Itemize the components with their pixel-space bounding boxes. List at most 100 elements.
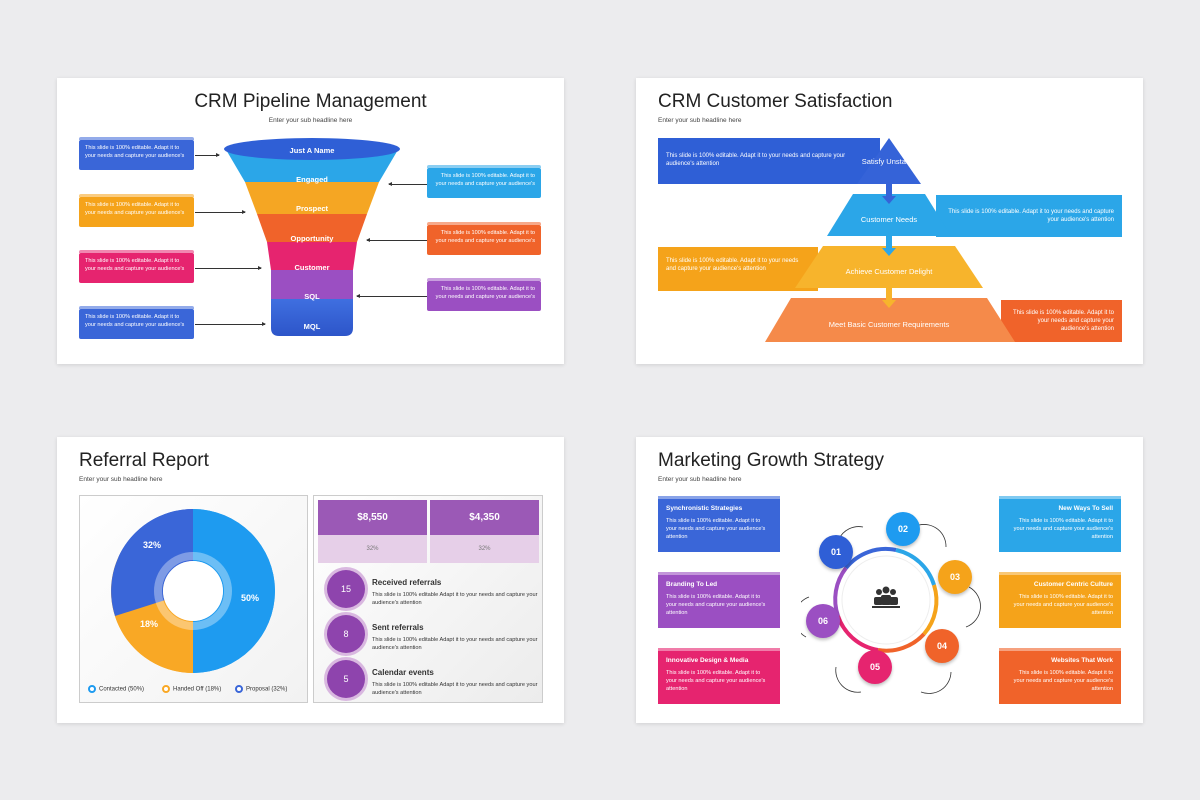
slide-marketing-growth[interactable]: Marketing Growth Strategy Enter your sub…: [636, 437, 1143, 723]
pyramid-level-3: [795, 246, 983, 288]
legend-dot-icon: [88, 685, 96, 693]
slide-title: Marketing Growth Strategy: [658, 450, 884, 471]
legend-proposal: Proposal (32%): [235, 685, 287, 693]
pyramid-level-2: [827, 194, 951, 236]
left-box-3-text: This slide is 100% editable. Adapt it to…: [85, 258, 185, 273]
referral-count-1: 15: [327, 570, 365, 608]
right-box-1: This slide is 100% editable. Adapt it to…: [427, 165, 541, 198]
legend-dot-icon: [162, 685, 170, 693]
left-box-1: This slide is 100% editable. Adapt it to…: [79, 137, 194, 170]
funnel-label-sql: SQL: [304, 292, 320, 301]
cycle-node-02: 02: [886, 512, 920, 546]
strategy-right-1-desc: This slide is 100% editable. Adapt it to…: [1013, 518, 1113, 540]
right-box-2: This slide is 100% editable. Adapt it to…: [427, 222, 541, 255]
donut-label-handed-off: 18%: [140, 619, 159, 629]
pyramid-level-4: [765, 298, 1015, 342]
slide-title: CRM Customer Satisfaction: [658, 91, 893, 112]
donut-chart: [111, 509, 275, 673]
strategy-right-2-title: Customer Centric Culture: [1033, 581, 1113, 588]
funnel-graphic: [224, 138, 400, 336]
cycle-node-01: 01: [819, 535, 853, 569]
arrow-right-2: [195, 210, 246, 214]
arrow-left-1: [388, 182, 427, 186]
slide-crm-pipeline[interactable]: CRM Pipeline Management Enter your sub h…: [57, 78, 564, 364]
funnel-label-opportunity: Opportunity: [290, 234, 334, 243]
right-box-3: This slide is 100% editable. Adapt it to…: [427, 278, 541, 311]
pyramid-level-1: [857, 138, 921, 184]
legend-contacted-text: Contacted (50%): [99, 686, 145, 693]
band-2-text: This slide is 100% editable. Adapt it to…: [948, 209, 1114, 224]
left-box-2: This slide is 100% editable. Adapt it to…: [79, 194, 194, 227]
arrow-left-2: [366, 238, 427, 242]
left-box-4-text: This slide is 100% editable. Adapt it to…: [85, 314, 185, 329]
stat-value-1: $8,550: [318, 500, 427, 535]
arrow-right-3: [195, 266, 262, 270]
stat-pct-2: 32%: [430, 535, 539, 563]
funnel-label-mql: MQL: [303, 322, 321, 331]
strategy-right-1-title: New Ways To Sell: [1058, 505, 1113, 512]
slide-crm-satisfaction[interactable]: CRM Customer Satisfaction Enter your sub…: [636, 78, 1143, 364]
strategy-right-3-desc: This slide is 100% editable. Adapt it to…: [1013, 670, 1113, 692]
strategy-right-2-desc: This slide is 100% editable. Adapt it to…: [1013, 594, 1113, 616]
left-box-2-text: This slide is 100% editable. Adapt it to…: [85, 202, 185, 217]
team-icon: [872, 586, 900, 608]
funnel-label-just-a-name: Just A Name: [289, 146, 335, 155]
level-label-2: Customer Needs: [860, 215, 918, 224]
referral-desc-1: This slide is 100% editable Adapt it to …: [372, 592, 538, 606]
arrow-right-4: [195, 322, 266, 326]
pyramid-graphic: [765, 138, 1015, 342]
cycle-node-06: 06: [806, 604, 840, 638]
band-4: This slide is 100% editable. Adapt it to…: [1001, 300, 1122, 342]
cycle-ring: [801, 524, 981, 694]
strategy-left-2-desc: This slide is 100% editable. Adapt it to…: [666, 594, 766, 616]
referral-title-1: Received referrals: [372, 578, 442, 587]
cycle-node-04: 04: [925, 629, 959, 663]
stat-value-2: $4,350: [430, 500, 539, 535]
arrow-left-3: [356, 294, 427, 298]
level-label-1: Satisfy Unstated: [861, 157, 917, 166]
level-label-3: Achieve Customer Delight: [845, 267, 933, 276]
funnel-seg-prospect: [245, 182, 379, 214]
funnel-label-engaged: Engaged: [296, 175, 328, 184]
band-2: This slide is 100% editable. Adapt it to…: [936, 195, 1122, 237]
legend-handed-off: Handed Off (18%): [162, 685, 221, 693]
left-box-1-text: This slide is 100% editable. Adapt it to…: [85, 145, 185, 160]
slide-subtitle: Enter your sub headline here: [268, 117, 353, 124]
legend-proposal-text: Proposal (32%): [246, 686, 288, 693]
band-1: This slide is 100% editable. Adapt it to…: [658, 138, 880, 184]
funnel-seg-mql: [271, 299, 353, 336]
stat-pct-1: 32%: [318, 535, 427, 563]
band-3-text: This slide is 100% editable. Adapt it to…: [666, 258, 799, 273]
legend-handed-off-text: Handed Off (18%): [173, 686, 222, 693]
funnel-label-customer: Customer: [294, 263, 330, 272]
band-1-text: This slide is 100% editable. Adapt it to…: [666, 153, 846, 168]
band-4-text: This slide is 100% editable. Adapt it to…: [1012, 310, 1114, 333]
funnel-seg-opportunity: [257, 214, 367, 242]
slide-subtitle: Enter your sub headline here: [658, 476, 742, 483]
slide-subtitle: Enter your sub headline here: [658, 117, 742, 124]
funnel-seg-customer: [267, 242, 357, 270]
donut-label-contacted: 50%: [241, 593, 260, 603]
band-3: This slide is 100% editable. Adapt it to…: [658, 247, 818, 291]
donut-panel: 50% 18% 32% Contacted (50%) Handed Off (…: [79, 495, 308, 703]
funnel-label-prospect: Prospect: [295, 204, 329, 213]
slide-referral-report[interactable]: Referral Report Enter your sub headline …: [57, 437, 564, 723]
slide-title: CRM Pipeline Management: [194, 91, 427, 112]
slide-title: Referral Report: [79, 450, 209, 471]
left-box-3: This slide is 100% editable. Adapt it to…: [79, 250, 194, 283]
referral-desc-3: This slide is 100% editable Adapt it to …: [372, 682, 538, 696]
referral-title-3: Calendar events: [372, 668, 434, 677]
strategy-left-1-title: Synchronistic Strategies: [666, 505, 743, 512]
referral-count-3: 5: [327, 660, 365, 698]
referral-count-2: 8: [327, 615, 365, 653]
referral-desc-2: This slide is 100% editable Adapt it to …: [372, 637, 538, 651]
funnel-seg-sql: [271, 270, 353, 299]
arrow-right-1: [195, 153, 220, 157]
strategy-right-3-title: Websites That Work: [1051, 657, 1113, 664]
strategy-left-1-desc: This slide is 100% editable. Adapt it to…: [666, 518, 766, 540]
